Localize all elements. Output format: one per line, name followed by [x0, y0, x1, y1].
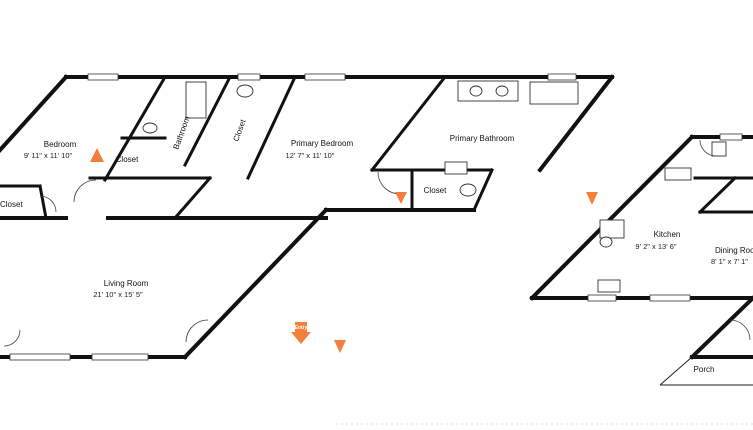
walls [0, 74, 753, 386]
label-closet-left: Closet [0, 200, 23, 209]
dims-kitchen: 9' 2" x 13' 6" [635, 242, 676, 251]
camera-marker-kitchen [586, 192, 598, 205]
dims-bedroom: 9' 11" x 11' 10" [24, 151, 73, 160]
label-porch: Porch [694, 365, 715, 374]
label-primary-bathroom: Primary Bathroom [450, 134, 515, 143]
dims-dining-room: 8' 1" x 7' 1" [711, 257, 748, 266]
label-bathroom: Bathroom [171, 115, 191, 151]
room-labels: Bedroom 9' 11" x 11' 10" Bathroom Closet… [0, 115, 753, 374]
label-closet-primary: Closet [424, 186, 447, 195]
label-bedroom: Bedroom [44, 140, 77, 149]
kitchen-fixtures [597, 141, 727, 293]
dims-primary-bedroom: 12' 7" x 11' 10" [286, 151, 335, 160]
label-kitchen: Kitchen [654, 230, 681, 239]
bathroom-fixtures [142, 80, 579, 197]
camera-marker-bedroom [90, 148, 104, 162]
label-closet-bedroom: Closet [116, 155, 139, 164]
camera-marker-living [334, 340, 346, 353]
view-markers [90, 148, 598, 353]
interior-walls [0, 74, 753, 221]
windows [9, 73, 743, 361]
label-primary-bedroom: Primary Bedroom [291, 139, 354, 148]
doors [3, 139, 751, 347]
camera-marker-primary-closet [395, 192, 407, 204]
dims-living-room: 21' 10" x 15' 5" [93, 290, 143, 299]
label-living-room: Living Room [104, 279, 149, 288]
entry-arrow: Entry [291, 322, 311, 344]
label-closet-vertical: Closet [231, 118, 247, 143]
label-dining-room: Dining Room [715, 246, 753, 255]
entry-label: Entry [295, 325, 308, 331]
